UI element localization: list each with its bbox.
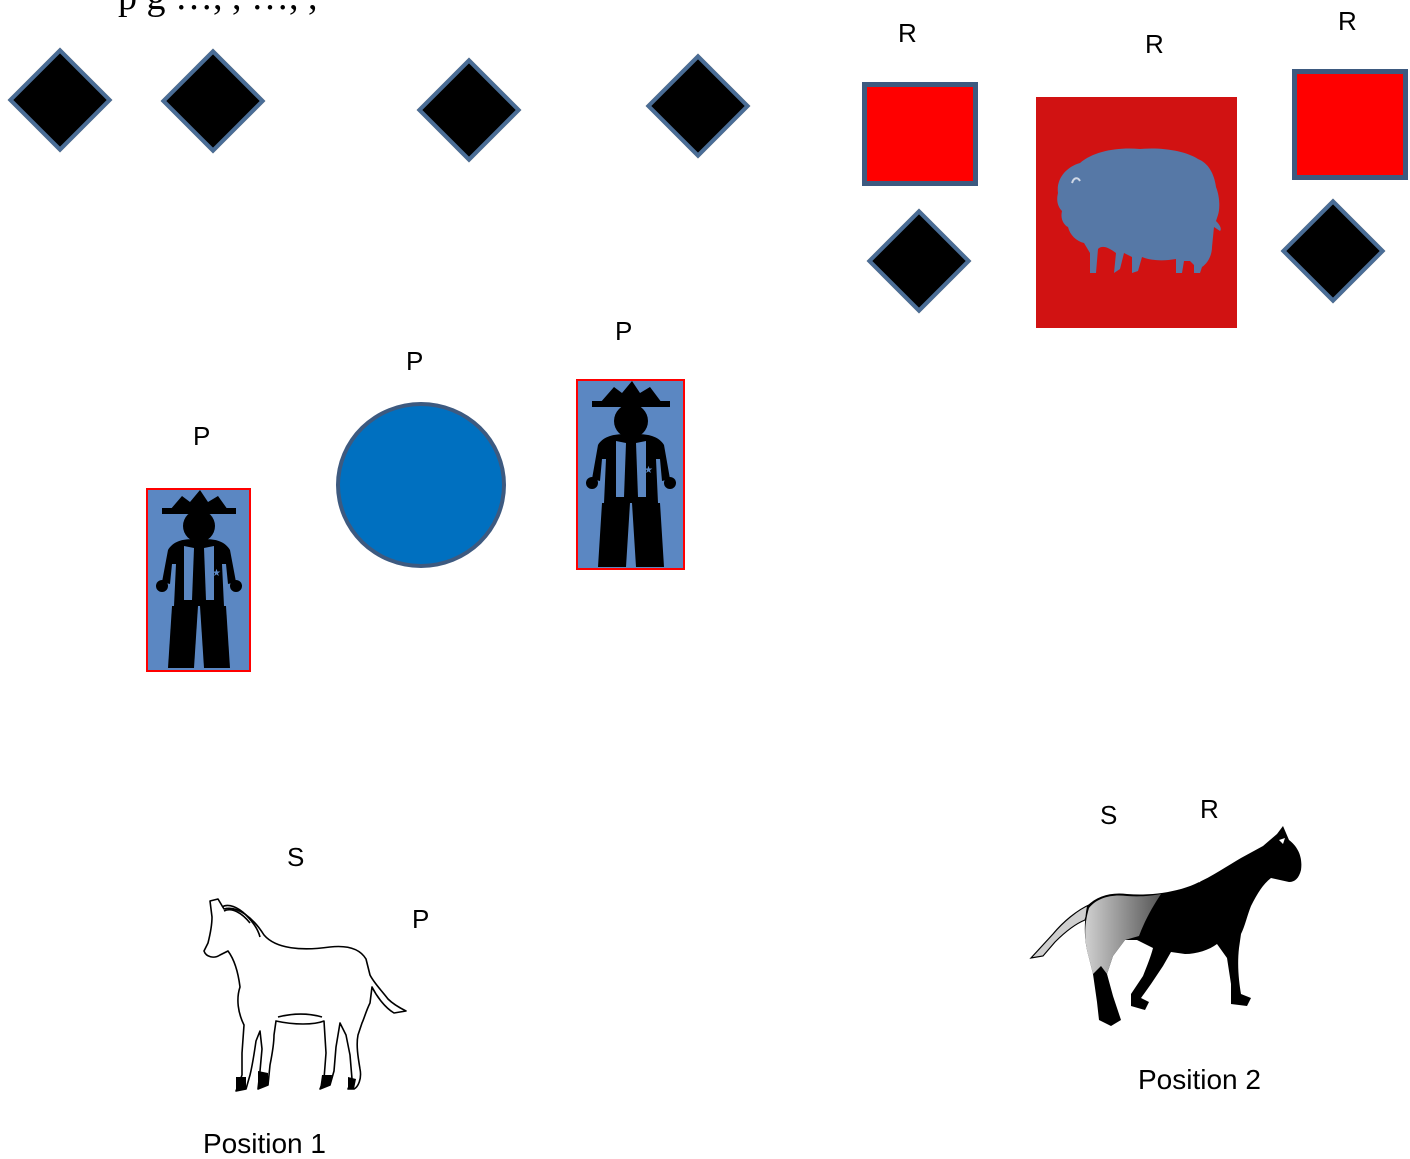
diamond-marker [8, 48, 113, 153]
cowboy-icon: ★ [148, 490, 249, 670]
svg-text:★: ★ [212, 568, 221, 579]
cowboy-token-left: ★ [146, 488, 251, 672]
diamond-marker [417, 58, 522, 163]
cowboy-token-right: ★ [576, 379, 685, 570]
caption-position-2: Position 2 [1138, 1066, 1261, 1094]
cowboy-icon: ★ [578, 381, 683, 568]
label-s: S [287, 844, 304, 870]
red-square-left [862, 82, 978, 186]
bison-icon [1036, 97, 1237, 328]
diamond-marker [161, 49, 266, 154]
horse-silhouette-icon [1027, 826, 1307, 1030]
horse-outline-icon [198, 895, 410, 1095]
label-r: R [1338, 8, 1357, 34]
diamond-marker [867, 209, 972, 314]
label-p: P [615, 318, 632, 344]
svg-text:★: ★ [644, 465, 653, 476]
caption-position-1: Position 1 [203, 1130, 326, 1158]
label-r: R [1200, 796, 1219, 822]
label-r: R [898, 20, 917, 46]
horse-silhouette [1027, 826, 1307, 1030]
blue-circle [336, 402, 506, 568]
label-p: P [193, 423, 210, 449]
clipped-title: p g …, , …, , [118, 0, 318, 16]
label-p: P [406, 348, 423, 374]
label-p: P [412, 906, 429, 932]
red-square-right [1292, 69, 1408, 180]
diamond-marker [1281, 199, 1386, 304]
horse-outline [198, 895, 410, 1095]
label-r: R [1145, 31, 1164, 57]
bison-card [1036, 97, 1237, 328]
label-s: S [1100, 802, 1117, 828]
diamond-marker [646, 54, 751, 159]
